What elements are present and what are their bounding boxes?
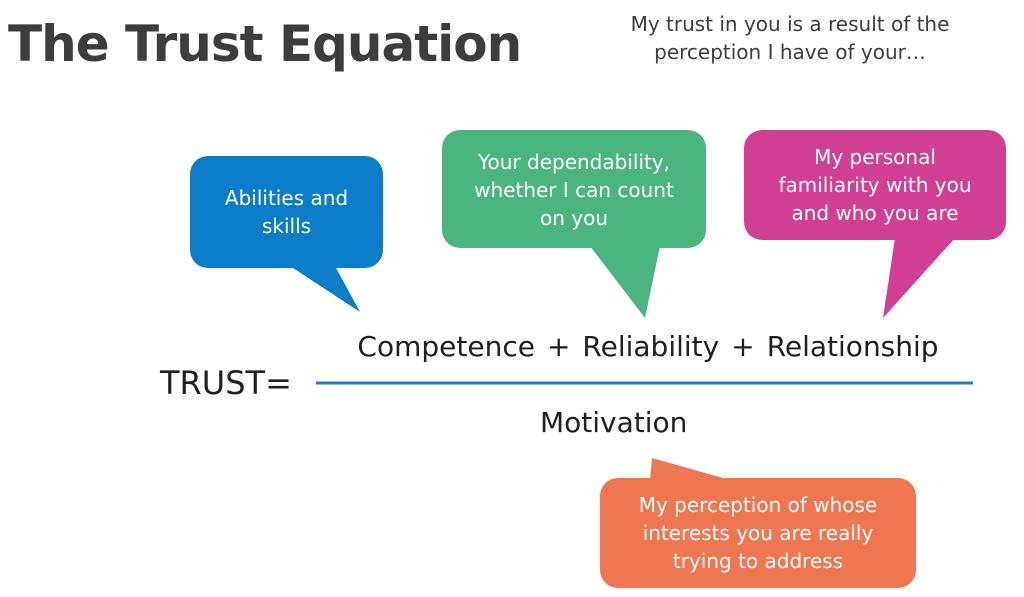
relationship-bubble-shape <box>744 130 1006 318</box>
relationship-bubble-text: My personal familiarity with you and who… <box>744 143 1006 227</box>
competence-bubble-line-2: skills <box>261 214 312 238</box>
competence-bubble-tail <box>290 266 360 312</box>
page-title: The Trust Equation <box>8 15 522 73</box>
relationship-bubble-line-3: and who you are <box>791 201 959 225</box>
relationship-bubble-body <box>744 130 1006 240</box>
competence-bubble-shape <box>190 156 383 312</box>
reliability-bubble-text: Your dependability, whether I can count … <box>442 148 706 232</box>
intro-line-2: perception I have of your… <box>654 40 926 64</box>
motivation-term: Motivation <box>540 406 688 439</box>
motivation-bubble-text: My perception of whose interests you are… <box>600 491 916 575</box>
reliability-bubble-body <box>442 130 706 248</box>
reliability-bubble-shape <box>442 130 706 318</box>
competence-term: Competence <box>357 330 535 363</box>
reliability-term: Reliability <box>582 330 720 363</box>
reliability-bubble-tail <box>590 246 660 318</box>
reliability-bubble-line-1: Your dependability, <box>477 150 671 174</box>
motivation-bubble-line-2: interests you are really <box>642 521 874 545</box>
competence-bubble-text: Abilities and skills <box>190 184 383 240</box>
equation-numerator: Competence + Reliability + Relationship <box>340 330 956 363</box>
plus-sign-1: + <box>546 330 571 363</box>
relationship-term: Relationship <box>766 330 939 363</box>
motivation-bubble-shape <box>600 458 916 588</box>
equation-lhs: TRUST= <box>160 364 292 402</box>
relationship-bubble-tail <box>883 238 955 318</box>
motivation-bubble-line-3: trying to address <box>672 549 844 573</box>
motivation-bubble-line-1: My perception of whose <box>638 493 878 517</box>
motivation-bubble-tail <box>650 458 730 480</box>
competence-bubble-body <box>190 156 383 268</box>
reliability-bubble-line-3: on you <box>539 206 609 230</box>
relationship-bubble-line-2: familiarity with you <box>778 173 972 197</box>
plus-sign-2: + <box>731 330 755 363</box>
intro-line-1: My trust in you is a result of the <box>630 12 950 36</box>
motivation-bubble-body <box>600 478 916 588</box>
reliability-bubble-line-2: whether I can count <box>474 178 674 202</box>
competence-bubble-line-1: Abilities and <box>224 186 349 210</box>
intro-text: My trust in you is a result of the perce… <box>600 10 980 66</box>
relationship-bubble-line-1: My personal <box>814 145 936 169</box>
